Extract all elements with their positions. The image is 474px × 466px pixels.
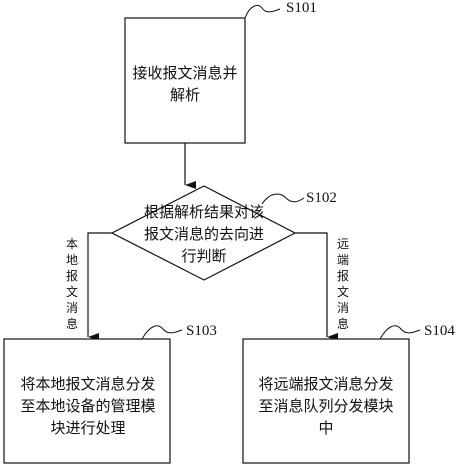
s104-id: S104: [424, 323, 455, 339]
s102-diamond: [110, 185, 297, 281]
s103-box: [3, 338, 171, 464]
edge-label-local: 本地报文消息: [65, 237, 78, 331]
s101-callout: [244, 5, 281, 19]
s101-box: [124, 17, 246, 144]
s104-callout: [379, 325, 421, 340]
arrow-local: [87, 232, 112, 341]
s101-id: S101: [286, 0, 317, 16]
arrow-remote: [295, 232, 338, 341]
s103-callout: [141, 325, 183, 340]
s104-text: 将远端报文消息分发至消息队列分发模块中: [258, 375, 394, 437]
edge-label-remote: 远端报文消息: [336, 237, 349, 331]
s102-text: 根据解析结果对该报文消息的去向进行判断: [143, 203, 264, 265]
s103-text: 将本地报文消息分发至本地设备的管理模块进行处理: [20, 375, 156, 437]
s104-box: [242, 338, 410, 464]
s102-callout: [261, 193, 305, 205]
s102-id: S102: [306, 190, 337, 206]
s103-id: S103: [186, 323, 217, 339]
s101-text: 接收报文消息并解析: [132, 64, 238, 104]
